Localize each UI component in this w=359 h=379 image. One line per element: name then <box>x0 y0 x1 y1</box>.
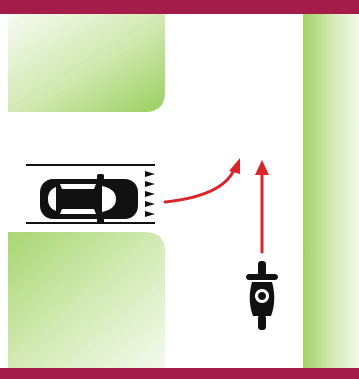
grass-bottom-left <box>8 232 165 368</box>
frame-top <box>0 0 359 14</box>
frame-bottom <box>0 368 359 379</box>
grass-right <box>303 14 359 368</box>
car <box>40 174 138 224</box>
grass-top-left <box>8 14 165 112</box>
